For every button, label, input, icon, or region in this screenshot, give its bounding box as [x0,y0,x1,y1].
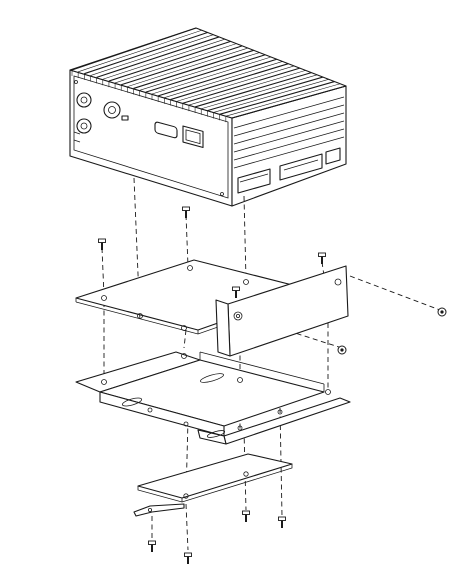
heatsink-fin [108,40,231,82]
screw-icon [148,540,156,552]
heatsink-fin [201,74,318,110]
heatsink-fin [78,29,202,73]
screw-icon [337,345,347,355]
heatsink-fin [207,76,324,112]
heatsink-fin [182,67,301,104]
heatsink-fin [133,49,254,89]
heatsink-fin [225,83,341,117]
heatsink-fin [90,34,214,76]
heatsink-fin [157,58,277,97]
front-connectors [73,80,224,196]
heatsink-fin [114,43,237,84]
heatsink-fin [194,72,312,108]
heatsink-fin [139,52,260,91]
heatsink-fin [170,63,289,101]
heatsink-fin [219,81,335,115]
screw-icon [242,510,250,522]
heatsink-fin [231,85,347,119]
screws [98,206,447,564]
side-bracket [215,265,349,357]
chassis [69,27,347,207]
screw-icon [278,516,286,528]
screw-icon [184,552,192,564]
heatsink-fin [151,56,272,95]
side-ribs [233,96,345,194]
heatsink-fins [71,27,347,124]
heatsink-fin [127,47,249,87]
heatsink-fin [102,38,225,80]
heatsink-fin [176,65,295,102]
heatsink-fin [84,31,208,75]
screw-icon [232,286,240,298]
screw-icon [437,307,447,317]
heatsink-fin [145,54,266,93]
screw-icon [182,206,190,218]
screw-icon [318,252,326,264]
heatsink-fin [121,45,243,86]
heatsink-fin [188,70,306,106]
heatsink-fin [213,79,329,113]
heatsink-fin [71,27,197,71]
screw-icon [98,238,106,250]
heatsink-fin [164,61,283,98]
mounting-tray [75,351,351,445]
heatsink-fin [96,36,220,78]
bottom-plate [133,453,293,517]
